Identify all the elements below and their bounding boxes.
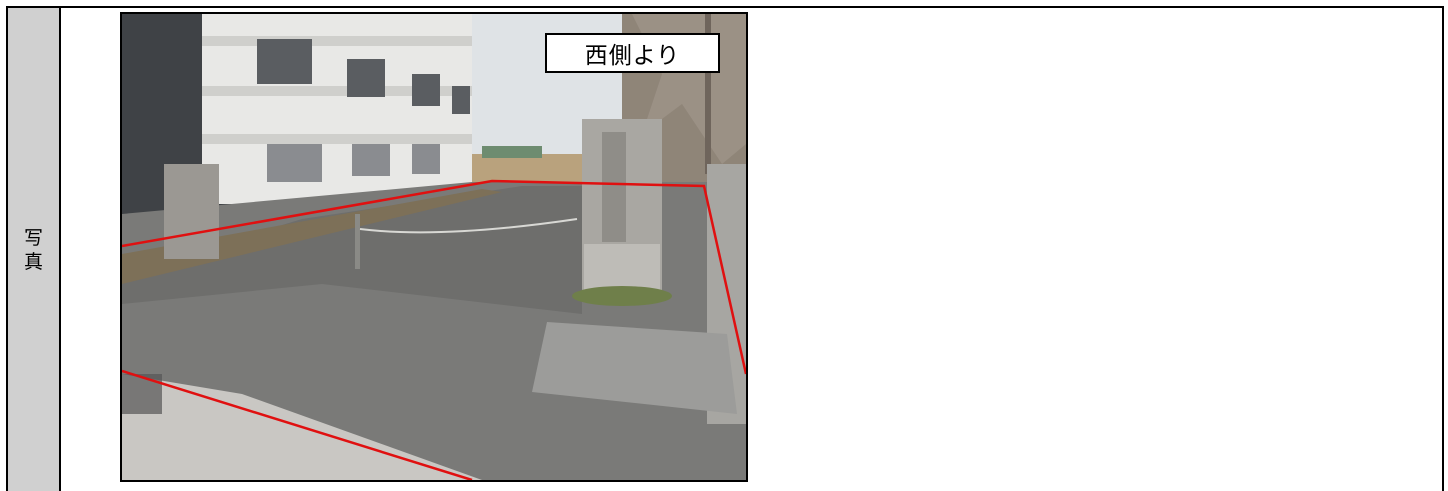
row-label: 写 真 bbox=[8, 8, 59, 491]
row-label-cell: 写 真 bbox=[6, 8, 61, 491]
row-label-char-1: 写 bbox=[23, 226, 43, 249]
photo-caption: 西側より bbox=[545, 33, 720, 73]
site-photo bbox=[120, 12, 748, 482]
site-photo-illustration bbox=[122, 14, 746, 480]
right-border bbox=[1442, 6, 1444, 491]
row-label-char-2: 真 bbox=[23, 250, 43, 273]
top-border bbox=[6, 6, 1444, 8]
